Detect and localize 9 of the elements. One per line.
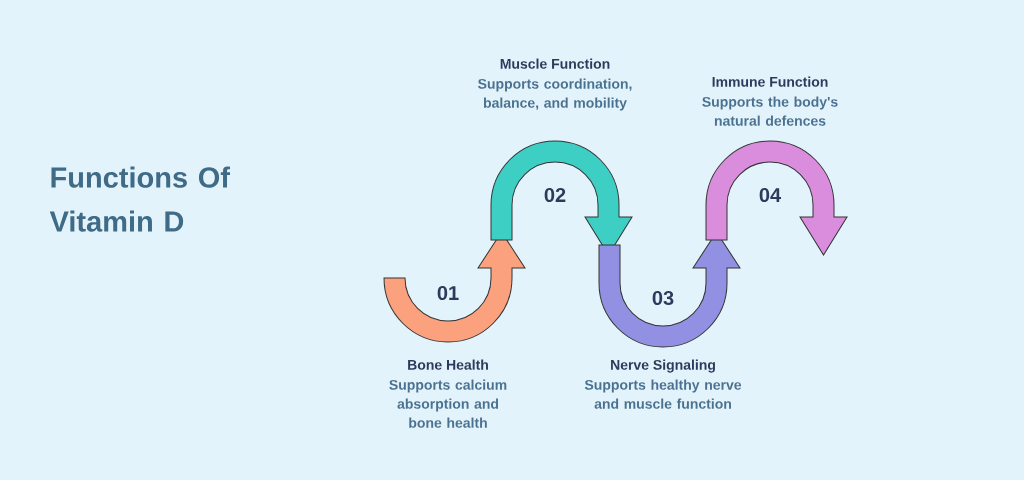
description: Supports the body's natural defences <box>702 96 838 126</box>
title: Functions Of Vitamin D <box>49 166 231 232</box>
description: Supports healthy nerve and muscle function <box>584 379 742 409</box>
heading: Muscle Function <box>500 58 610 69</box>
heading: Nerve Signaling <box>611 359 715 373</box>
description: Supports coordination, balance, and mobility <box>478 78 632 111</box>
description: Supports calcium absorption and bone health <box>389 379 507 428</box>
heading: Bone Health <box>408 359 488 370</box>
heading: Immune Function <box>712 76 828 87</box>
